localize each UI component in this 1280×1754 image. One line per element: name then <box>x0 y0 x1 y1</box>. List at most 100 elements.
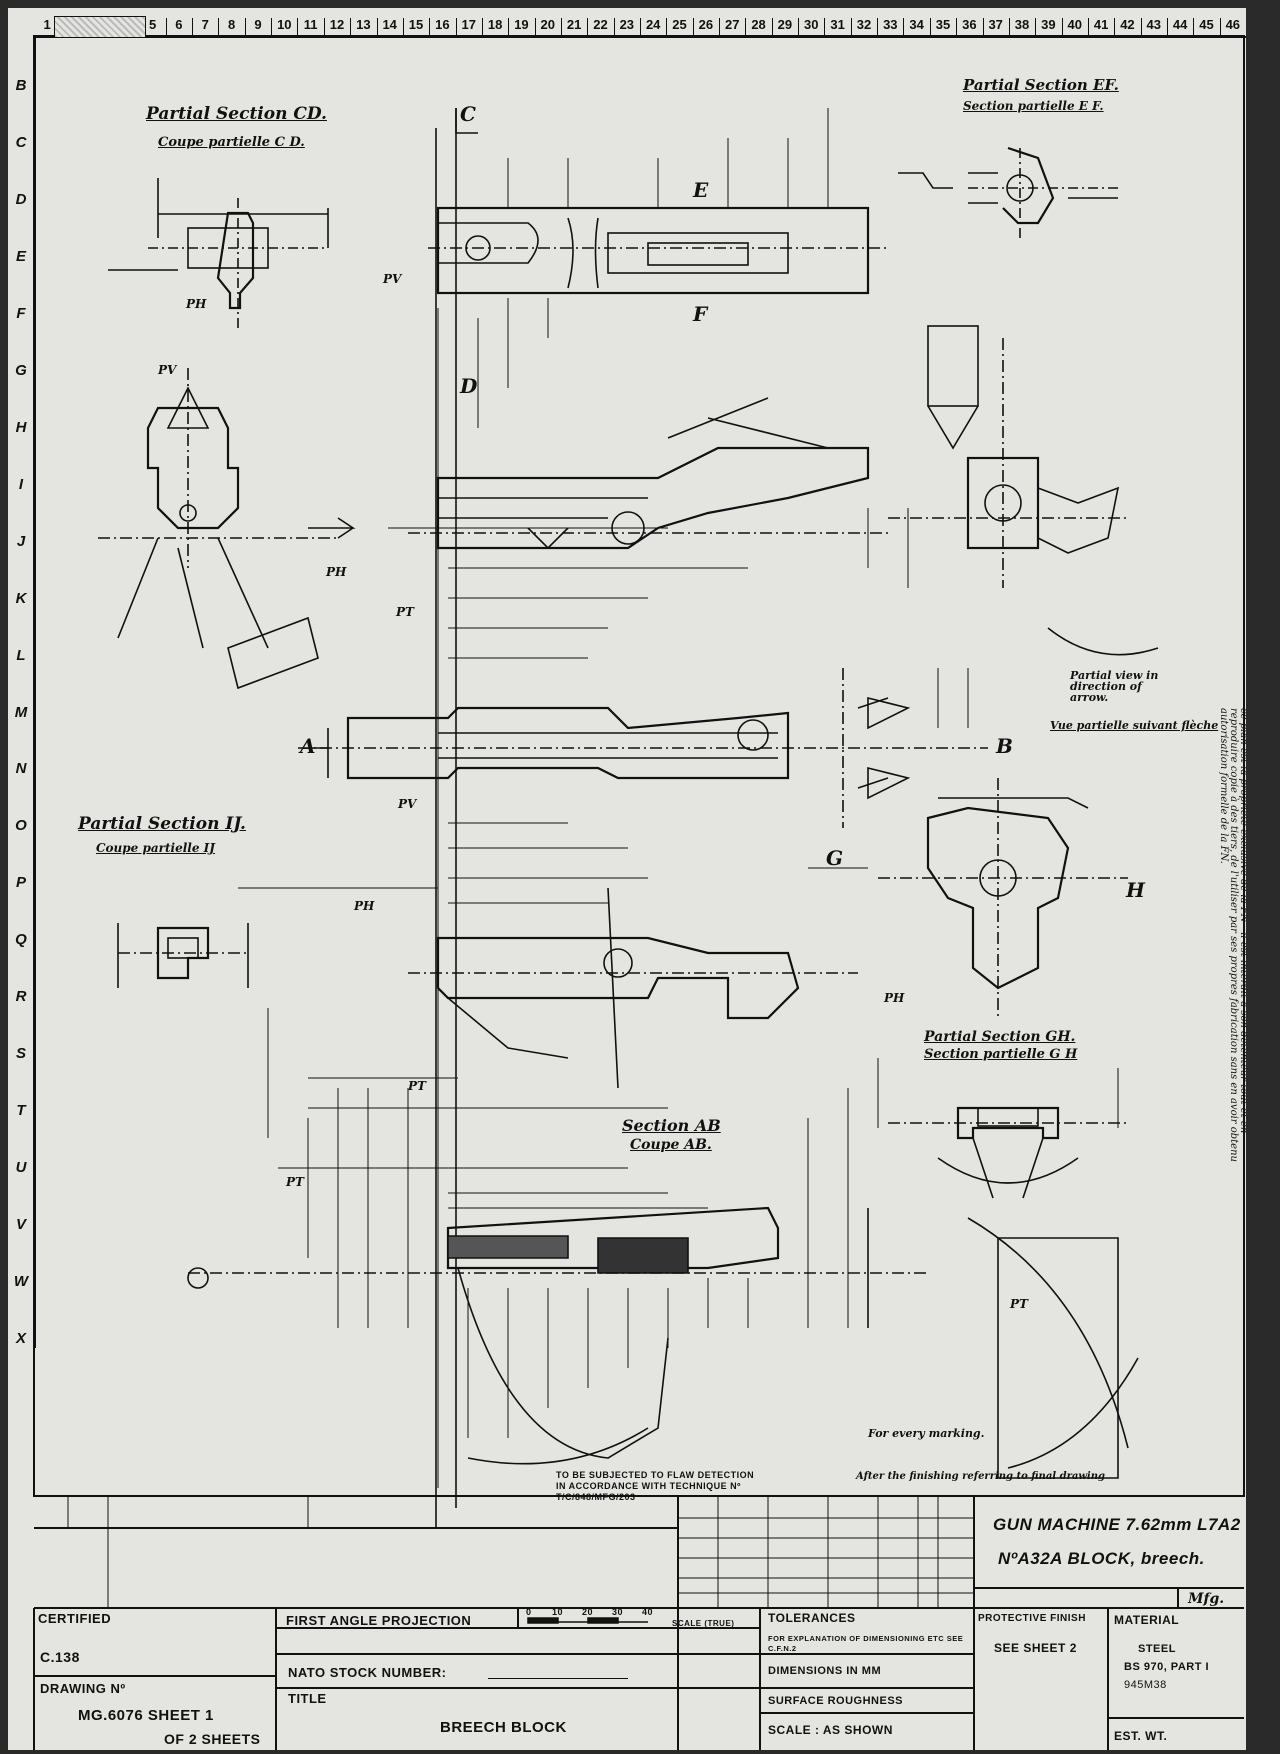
left-partial-view <box>98 368 356 690</box>
label-ph-4: PH <box>884 991 905 1005</box>
drawing-no-label: DRAWING Nº <box>40 1681 126 1696</box>
grid-column-11: 11 <box>297 18 325 36</box>
scale-tick-10: 10 <box>552 1607 564 1617</box>
label-c: C <box>460 102 476 126</box>
side-view-upper <box>408 397 888 550</box>
label-h: H <box>1126 878 1145 902</box>
grid-column-24: 24 <box>640 18 668 36</box>
grid-column-37: 37 <box>983 18 1010 36</box>
projection-label: FIRST ANGLE PROJECTION <box>286 1613 472 1628</box>
grid-row-L: L <box>16 646 26 664</box>
section-ij-title: Partial Section IJ. <box>78 814 246 834</box>
approval-stamp <box>54 16 146 38</box>
grid-column-18: 18 <box>482 18 510 36</box>
grid-column-5: 5 <box>139 18 167 36</box>
grid-column-9: 9 <box>245 18 273 36</box>
dimensions-label: DIMENSIONS IN MM <box>768 1665 882 1677</box>
section-ab-subtitle: Coupe AB. <box>630 1137 712 1153</box>
grid-column-42: 42 <box>1114 18 1142 36</box>
label-pv-3: PV <box>398 797 417 811</box>
material-grade: 945M38 <box>1124 1679 1167 1691</box>
every-marking-note: For every marking. <box>868 1427 985 1440</box>
grid-column-16: 16 <box>429 18 457 36</box>
grid-column-7: 7 <box>192 18 220 36</box>
material-label: MATERIAL <box>1114 1613 1180 1627</box>
sheet-count: OF 2 SHEETS <box>164 1731 261 1747</box>
grid-column-40: 40 <box>1062 18 1089 36</box>
grid-row-X: X <box>15 1330 26 1348</box>
arrow-view-note-fr: Vue partielle suivant flèche <box>1050 719 1219 732</box>
grid-row-O: O <box>15 817 27 835</box>
scale-tick-0: 0 <box>526 1607 532 1617</box>
scale-tick-20: 20 <box>582 1607 594 1617</box>
section-cd-view <box>108 178 329 328</box>
grid-column-34: 34 <box>903 18 931 36</box>
section-ij-subtitle: Coupe partielle IJ <box>96 841 215 855</box>
revision-grid <box>67 1496 974 1608</box>
grid-row-C: C <box>15 133 27 151</box>
grid-column-22: 22 <box>587 18 615 36</box>
grid-column-10: 10 <box>271 18 299 36</box>
grid-row-R: R <box>15 988 27 1006</box>
est-weight-label: EST. WT. <box>1114 1729 1168 1743</box>
grid-column-26: 26 <box>693 18 721 36</box>
grid-column-19: 19 <box>508 18 536 36</box>
grid-column-6: 6 <box>166 18 194 36</box>
grid-column-39: 39 <box>1035 18 1063 36</box>
label-pt-4: PT <box>1010 1297 1028 1311</box>
label-e: E <box>693 178 709 202</box>
title-block-frame <box>33 1495 1244 1750</box>
grid-column-28: 28 <box>745 18 773 36</box>
grid-column-44: 44 <box>1167 18 1195 36</box>
grid-column-14: 14 <box>377 18 404 36</box>
grid-column-27: 27 <box>719 18 747 36</box>
label-pt-2: PT <box>408 1079 426 1093</box>
grid-column-21: 21 <box>561 18 589 36</box>
technical-drawing-svg <box>33 35 1245 1750</box>
grid-column-20: 20 <box>535 18 562 36</box>
grid-row-T: T <box>16 1102 26 1120</box>
main-view-ab <box>298 668 988 828</box>
label-f: F <box>693 302 708 326</box>
arrow-view-note: Partial view in direction of arrow. <box>1070 669 1159 704</box>
grid-row-E: E <box>15 247 26 265</box>
grid-column-17: 17 <box>456 18 483 36</box>
grid-column-43: 43 <box>1141 18 1168 36</box>
label-pv-2: PV <box>383 272 402 286</box>
grid-row-G: G <box>15 361 27 379</box>
grid-column-41: 41 <box>1088 18 1116 36</box>
label-pt-3: PT <box>286 1175 304 1189</box>
label-g: G <box>826 846 844 870</box>
part-number: NºA32A BLOCK, breech. <box>998 1549 1205 1568</box>
section-ij-view <box>117 923 249 988</box>
grid-row-B: B <box>15 77 27 94</box>
grid-column-31: 31 <box>824 18 852 36</box>
tolerances-label: TOLERANCES <box>768 1611 856 1625</box>
protective-finish-label: PROTECTIVE FINISH <box>978 1613 1086 1624</box>
grid-row-P: P <box>15 874 26 892</box>
grid-row-W: W <box>13 1273 29 1291</box>
grid-column-32: 32 <box>851 18 879 36</box>
label-pt: PT <box>396 605 414 619</box>
ownership-side-note: ce plan est la propriété exclusive de la… <box>1218 708 1246 1162</box>
grid-column-8: 8 <box>218 18 246 36</box>
grid-column-35: 35 <box>930 18 958 36</box>
section-ab-title: Section AB <box>622 1116 721 1135</box>
label-ph-3: PH <box>354 899 375 913</box>
surface-roughness-label: SURFACE ROUGHNESS <box>768 1695 904 1707</box>
grid-row-K: K <box>15 589 27 607</box>
section-gh-subtitle: Section partielle G H <box>924 1047 1078 1062</box>
nato-stock-blank <box>488 1678 628 1679</box>
section-gh-title: Partial Section GH. <box>924 1029 1076 1045</box>
grid-row-Q: Q <box>15 931 27 949</box>
section-ef-subtitle: Section partielle E F. <box>963 99 1104 113</box>
mfg-label: Mfg. <box>1188 1591 1225 1607</box>
certified-label: CERTIFIED <box>38 1611 112 1626</box>
grid-column-46: 46 <box>1220 18 1246 36</box>
scale-tick-40: 40 <box>642 1607 654 1617</box>
scale-true-label: SCALE (TRUE) <box>672 1619 735 1628</box>
section-ef-view <box>898 146 1118 238</box>
section-gh-view <box>888 1106 1128 1199</box>
scale-tick-30: 30 <box>612 1607 624 1617</box>
certified-code: C.138 <box>40 1649 80 1665</box>
